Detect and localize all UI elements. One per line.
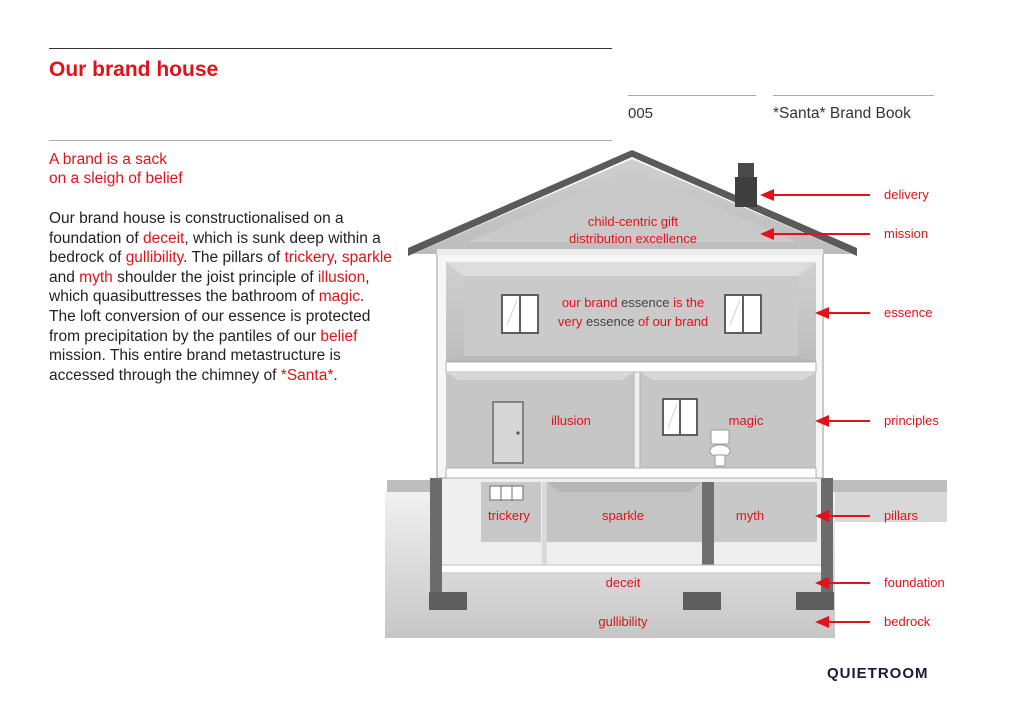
body-text-segment: shoulder the joist principle of xyxy=(112,268,318,286)
trickery-label: trickery xyxy=(488,508,530,523)
delivery-label: delivery xyxy=(884,187,929,202)
essence-statement-line-1: our brand essence is the xyxy=(562,295,704,310)
basement-window xyxy=(489,485,524,501)
loft-window-right xyxy=(724,294,762,334)
roof-label-line-1: child-centric gift xyxy=(588,214,679,229)
body-highlight: deceit xyxy=(142,229,185,247)
body-text-segment: and xyxy=(49,268,80,286)
quietroom-logo: QUIETROOM xyxy=(827,665,929,682)
body-highlight: sparkle xyxy=(341,249,392,267)
delivery-arrow-icon xyxy=(760,189,870,201)
subhead-line-1: A brand is a sack xyxy=(49,151,168,168)
body-highlight: belief xyxy=(320,327,358,345)
body-text-segment: Our brand house is constructionalised on… xyxy=(49,210,344,247)
gullibility-label: gullibility xyxy=(598,614,648,629)
basement xyxy=(429,478,834,610)
door xyxy=(492,401,524,464)
body-highlight: illusion xyxy=(317,268,366,286)
mission-arrow-icon xyxy=(760,228,870,240)
principles-arrow-icon xyxy=(815,415,870,427)
foundation-label: foundation xyxy=(884,575,945,590)
toilet xyxy=(709,429,731,467)
essence-arrow-icon xyxy=(815,307,870,319)
body-text-segment: , which quasibuttresses the bathroom of xyxy=(49,268,370,306)
bedrock-arrow-icon xyxy=(815,616,870,628)
body-text-segment: , which is sunk deep within a bedrock of xyxy=(49,229,381,267)
book-title: *Santa* Brand Book xyxy=(773,105,911,122)
principles-label: principles xyxy=(884,413,939,428)
magic-label: magic xyxy=(729,413,764,428)
pillars-arrow-icon xyxy=(815,510,870,522)
body-highlight: magic xyxy=(318,288,361,306)
bathroom-window xyxy=(662,398,698,436)
body-highlight: trickery xyxy=(284,249,334,267)
roof-label-line-2: distribution excellence xyxy=(569,231,697,246)
essence-highlight: of our brand xyxy=(634,314,708,329)
essence-word: essence xyxy=(621,295,669,310)
page-number-rule xyxy=(628,95,756,96)
body-highlight: *Santa* xyxy=(280,366,334,384)
essence-label: essence xyxy=(884,305,932,320)
illusion-label: illusion xyxy=(551,413,591,428)
body-text-segment: mission. This entire brand metastructure… xyxy=(49,347,341,384)
essence-highlight: is the xyxy=(670,295,705,310)
foundation-arrow-icon xyxy=(815,577,870,589)
top-rule xyxy=(49,48,612,49)
sparkle-label: sparkle xyxy=(602,508,644,523)
loft-window-left xyxy=(501,294,539,334)
intro-body: Our brand house is constructionalised on… xyxy=(49,209,394,385)
body-text-segment: , xyxy=(333,249,342,267)
mission-label: mission xyxy=(884,226,928,241)
deceit-label: deceit xyxy=(606,575,641,590)
subhead-line-2: on a sleigh of belief xyxy=(49,170,183,187)
bedrock-label: bedrock xyxy=(884,614,931,629)
section-rule xyxy=(49,140,612,141)
body-text-segment: . The pillars of xyxy=(183,249,285,267)
intro-subhead: A brand is a sack on a sleigh of belief xyxy=(49,150,183,188)
myth-label: myth xyxy=(736,508,764,523)
book-title-rule xyxy=(773,95,934,96)
roof xyxy=(408,150,857,256)
page-title: Our brand house xyxy=(49,58,219,81)
pillars-label: pillars xyxy=(884,508,918,523)
body-text-segment: . The loft conversion of our essence is … xyxy=(49,288,371,345)
essence-word: essence xyxy=(586,314,634,329)
page-number: 005 xyxy=(628,105,654,122)
chimney xyxy=(735,163,757,207)
essence-statement-line-2: very essence of our brand xyxy=(558,314,708,329)
body-highlight: myth xyxy=(79,268,113,286)
body-highlight: gullibility xyxy=(125,249,184,267)
essence-highlight: our brand xyxy=(562,295,621,310)
essence-highlight: very xyxy=(558,314,586,329)
body-text-segment: . xyxy=(333,366,338,384)
